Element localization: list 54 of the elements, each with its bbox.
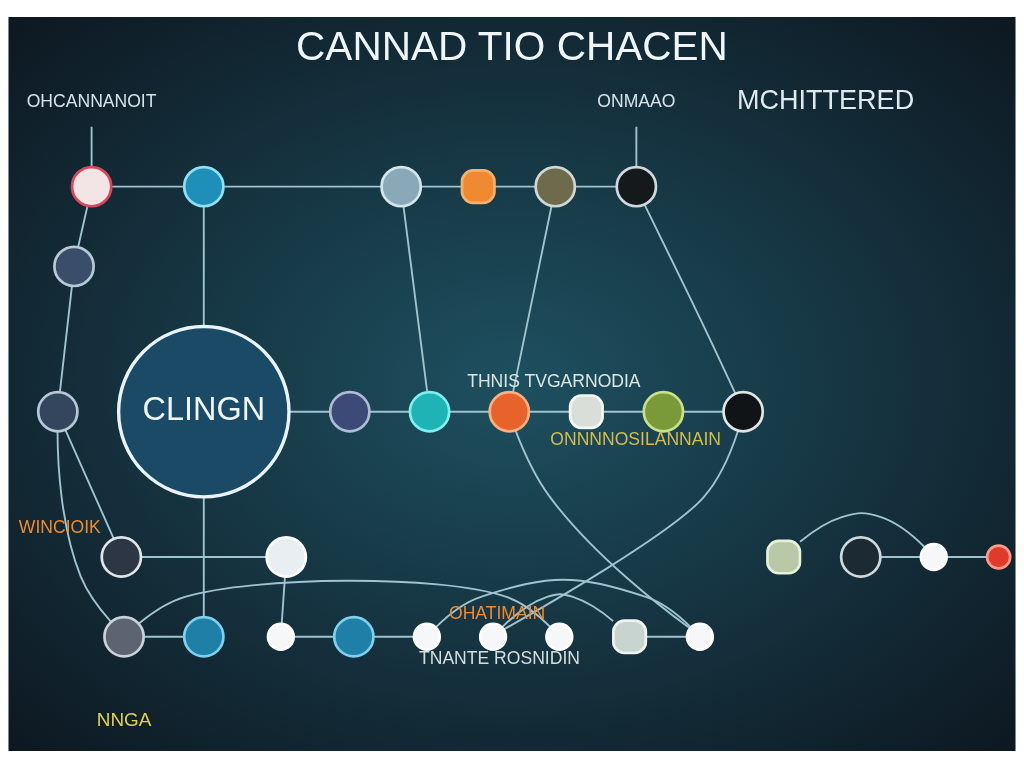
node-circle	[642, 390, 685, 433]
connector	[503, 429, 739, 631]
connector	[402, 205, 429, 393]
node-circle	[36, 390, 79, 433]
node-circle	[100, 536, 143, 578]
connector	[512, 205, 553, 393]
connector	[137, 579, 552, 628]
node-text: OHCANNANOIT	[26, 90, 157, 111]
node-box	[460, 169, 496, 205]
node-circle	[182, 165, 225, 208]
node-label: TNANTE ROSNIDIN	[419, 647, 580, 668]
node-circle	[53, 245, 95, 288]
node-circle	[328, 390, 371, 433]
node-label: ONNNNOSILANNAIN	[550, 429, 722, 450]
connector	[514, 429, 691, 630]
connector	[202, 496, 205, 618]
node-circle	[722, 390, 765, 433]
node-circle	[182, 615, 225, 658]
node-circle	[985, 544, 1012, 570]
node-circle	[412, 622, 442, 651]
node-circle	[685, 622, 715, 651]
node-circle	[839, 536, 882, 578]
node-circle	[266, 622, 296, 651]
connector	[90, 125, 93, 168]
connector	[434, 578, 692, 629]
node-circle	[478, 622, 508, 651]
node-box	[766, 539, 802, 575]
node-box	[568, 394, 604, 430]
connector	[528, 410, 571, 413]
node-circle	[488, 390, 531, 433]
node-circle	[919, 542, 948, 572]
connector	[946, 556, 988, 558]
node-circle	[70, 165, 113, 208]
connector	[635, 125, 638, 168]
diagram-title: CANNAD TIO CHACEN	[296, 23, 728, 70]
connector	[110, 185, 185, 188]
node-circle	[615, 165, 658, 208]
connector	[799, 512, 926, 549]
node-circle	[534, 165, 577, 208]
label: NNGA	[96, 709, 152, 731]
node-circle	[103, 615, 145, 658]
connector	[501, 593, 615, 629]
node-circle	[332, 615, 375, 658]
node-circle	[380, 165, 423, 208]
node-circle	[545, 622, 574, 651]
node-box	[612, 619, 648, 655]
node-circle: CLINGN	[116, 324, 291, 499]
node-circle	[265, 536, 308, 578]
node-text: ONMAAO	[597, 90, 676, 111]
connector	[645, 635, 688, 638]
connector	[64, 429, 115, 540]
node-circle	[408, 390, 451, 433]
label: MCHITTERED	[737, 84, 915, 115]
connector	[643, 203, 737, 395]
